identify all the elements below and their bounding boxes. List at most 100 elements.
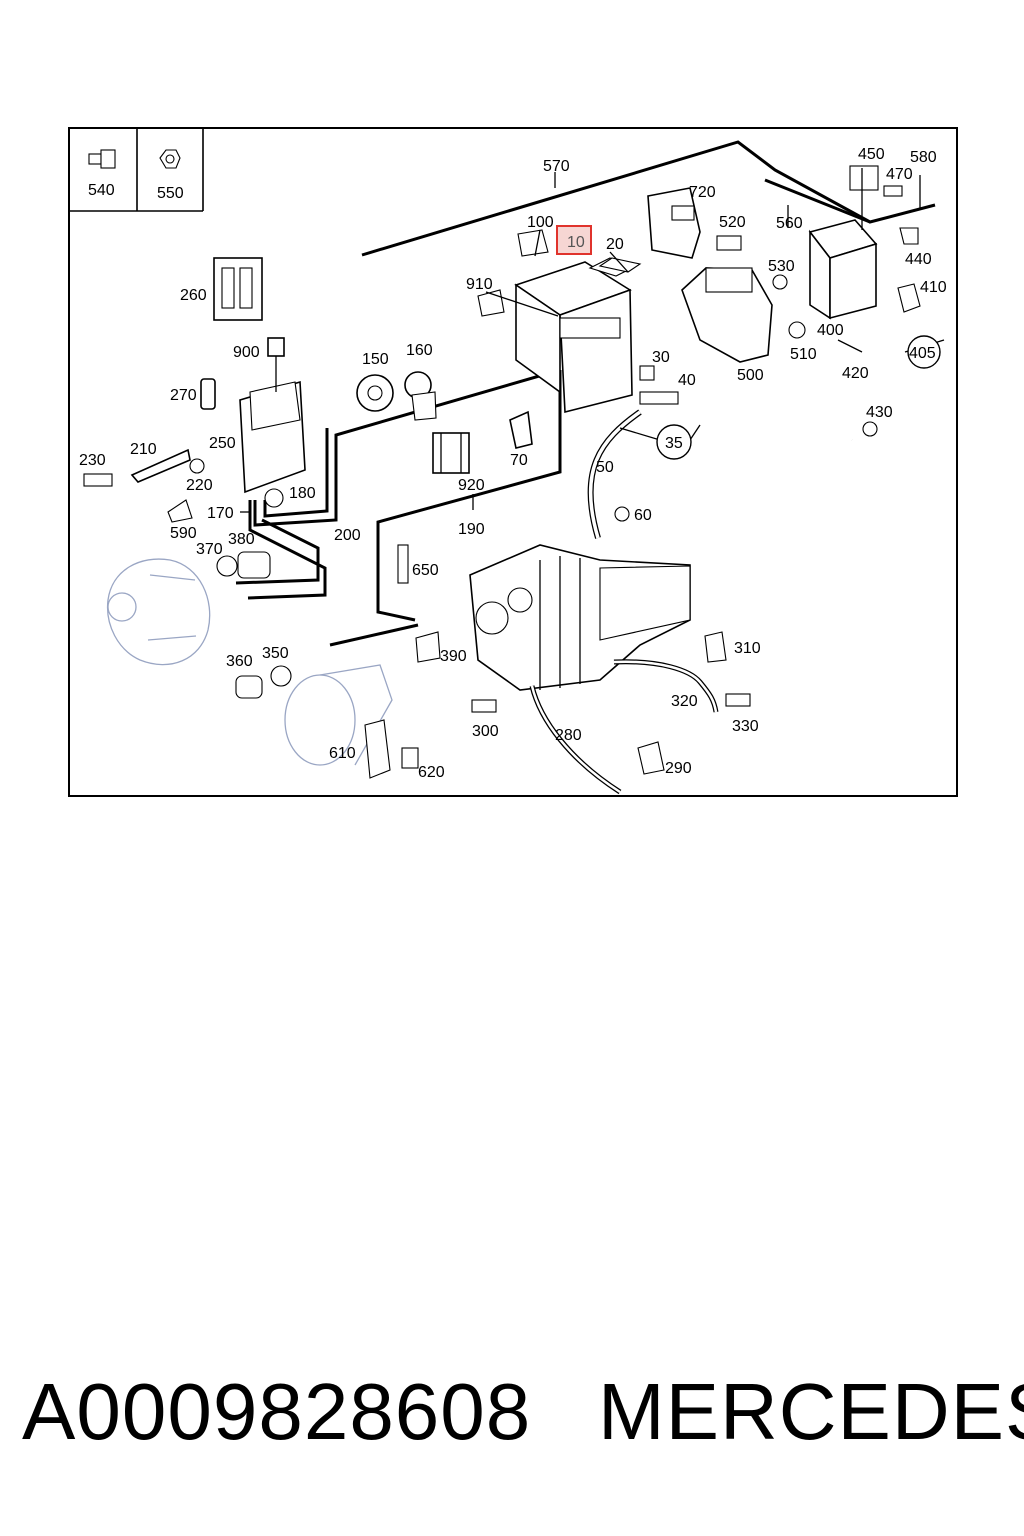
bolt-470	[883, 185, 903, 197]
callouts: 540 550 570 100 10 20 720 520 560 450 47…	[79, 146, 947, 781]
callout-label: 405	[909, 345, 936, 362]
callout-label: 330	[732, 718, 759, 735]
relay-450	[849, 165, 879, 191]
cap-520	[716, 235, 742, 251]
callout-label: 380	[228, 531, 255, 548]
battery-bracket	[681, 267, 773, 363]
callout-label: 320	[671, 693, 698, 710]
callout-label: 650	[412, 562, 439, 579]
callout-label: 450	[858, 146, 885, 163]
callout-label: 610	[329, 745, 356, 762]
callout-label: 260	[180, 287, 207, 304]
callout-label: 350	[262, 645, 289, 662]
callout-label: 570	[543, 158, 570, 175]
callout-label: 30	[652, 349, 670, 366]
clip-590	[167, 499, 193, 523]
callout-label: 70	[510, 452, 528, 469]
clip-70	[509, 410, 533, 449]
diagram-frame	[68, 127, 958, 797]
highlighted-callout-box[interactable]	[556, 225, 592, 255]
callout-label: 550	[157, 185, 184, 202]
clip-390	[415, 631, 441, 663]
bolt-300	[471, 699, 497, 713]
callout-label: 590	[170, 525, 197, 542]
callout-label: 560	[776, 215, 803, 232]
connector-900	[267, 337, 285, 357]
callout-label: 440	[905, 251, 932, 268]
callout-label: 300	[472, 723, 499, 740]
legend-box	[69, 128, 204, 212]
engine-transmission	[469, 544, 691, 691]
ground-strap-280	[529, 685, 622, 795]
part-number: A0009828608	[22, 1367, 532, 1456]
callout-label: 290	[665, 760, 692, 777]
callout-label: 60	[634, 507, 652, 524]
callout-label: 430	[866, 404, 893, 421]
callout-label: 910	[466, 276, 493, 293]
callout-label: 150	[362, 351, 389, 368]
callout-label: 520	[719, 214, 746, 231]
clip-440	[899, 227, 919, 245]
callout-label: 510	[790, 346, 817, 363]
connector-100	[517, 229, 549, 257]
plug-530	[772, 274, 788, 290]
callout-label: 160	[406, 342, 433, 359]
grommet-430	[862, 421, 878, 437]
sensor-150	[356, 374, 394, 412]
callout-label: 100	[527, 214, 554, 231]
callout-label: 540	[88, 182, 115, 199]
relay-module	[213, 257, 263, 321]
callout-label: 250	[209, 435, 236, 452]
callout-label: 40	[678, 372, 696, 389]
highlighted-callout-label: 10	[567, 234, 585, 251]
callout-label: 580	[910, 149, 937, 166]
callout-circle	[656, 424, 692, 460]
bracket-610	[364, 719, 391, 779]
bolt-icon	[88, 149, 116, 169]
nut-icon	[159, 149, 181, 169]
bolt-330	[725, 693, 751, 707]
auxiliary-battery	[808, 219, 878, 320]
bracket-310	[704, 631, 727, 663]
callout-label: 500	[737, 367, 764, 384]
callout-label: 270	[170, 387, 197, 404]
sensor-160	[404, 371, 437, 421]
callout-label: 210	[130, 441, 157, 458]
bolt-230	[83, 473, 113, 487]
callout-label: 50	[596, 459, 614, 476]
callout-label: 310	[734, 640, 761, 657]
bolt-650	[397, 544, 409, 584]
callout-label: 420	[842, 365, 869, 382]
grommet-180	[264, 488, 284, 508]
parts-diagram: 540 550 570 100 10 20 720 520 560 450 47…	[68, 127, 958, 797]
callout-label: 470	[886, 166, 913, 183]
vent-hose-420	[830, 298, 901, 441]
callout-label: 360	[226, 653, 253, 670]
alternator-outline	[106, 558, 211, 666]
elbow-410	[897, 283, 921, 313]
callout-label: 20	[606, 236, 624, 253]
bracket-210	[130, 448, 191, 483]
callout-label: 530	[768, 258, 795, 275]
callout-label: 410	[920, 279, 947, 296]
vent-hose-50	[587, 409, 642, 539]
brand-name: MERCEDES	[598, 1367, 1024, 1456]
callout-label: 200	[334, 527, 361, 544]
callout-label: 900	[233, 344, 260, 361]
callout-label: 180	[289, 485, 316, 502]
fuse-270	[200, 378, 216, 410]
elbow-40	[639, 391, 679, 405]
callout-circle	[907, 335, 941, 369]
callout-label: 35	[665, 435, 683, 452]
callout-label: 220	[186, 477, 213, 494]
prefuse-box	[239, 380, 306, 494]
callout-label: 190	[458, 521, 485, 538]
callout-label: 170	[207, 505, 234, 522]
clip-620	[401, 747, 419, 769]
battery-assembly	[514, 257, 638, 414]
callout-label: 920	[458, 477, 485, 494]
callout-label: 280	[555, 727, 582, 744]
callout-label: 620	[418, 764, 445, 781]
ground-strap-320	[613, 659, 719, 713]
callout-label: 720	[689, 184, 716, 201]
